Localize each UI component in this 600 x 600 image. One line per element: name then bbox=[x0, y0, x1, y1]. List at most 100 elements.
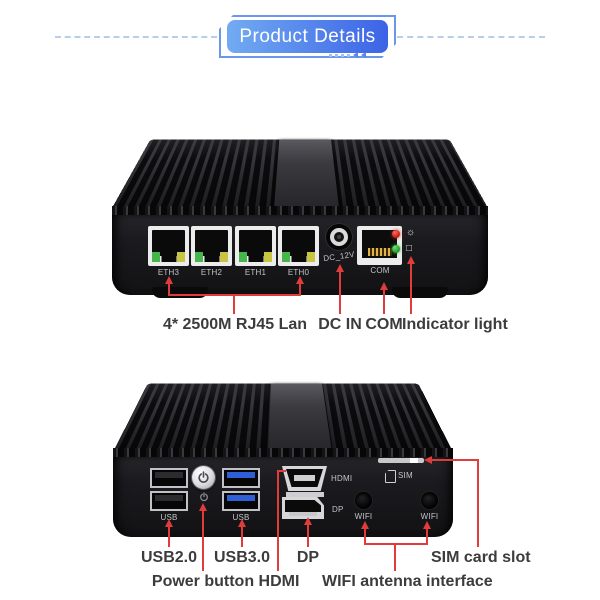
rear-view-photo: USB USB HDMI DP bbox=[105, 366, 495, 546]
link-led-green bbox=[282, 252, 290, 262]
heatsink-center-bar bbox=[274, 139, 339, 208]
eth0-label: ETH0 bbox=[287, 268, 310, 277]
com-callout-label: COM bbox=[365, 316, 403, 333]
callout-arrow-dp bbox=[304, 517, 312, 525]
callout-arrow-power bbox=[199, 503, 207, 511]
front-view-photo: ETH3 ETH2 ETH1 ETH0 DC_12V COM ☼ □ bbox=[105, 118, 495, 300]
heatsink-center-bar bbox=[268, 383, 332, 452]
power-icon-small bbox=[200, 492, 208, 502]
callout-line bbox=[410, 263, 412, 314]
rj45-opening bbox=[239, 230, 272, 256]
com-port-label: COM bbox=[370, 266, 390, 275]
link-led-green bbox=[239, 252, 247, 262]
eth1-label: ETH1 bbox=[244, 268, 267, 277]
callout-line bbox=[383, 289, 385, 314]
dp-opening bbox=[285, 500, 321, 512]
wifi-port-label-right: WIFI bbox=[420, 512, 439, 521]
link-led-green bbox=[152, 252, 160, 262]
hdmi-slot bbox=[294, 475, 315, 481]
callout-line bbox=[168, 526, 170, 547]
callout-arrow-wifi-right bbox=[423, 521, 431, 529]
callout-bracket bbox=[364, 543, 428, 545]
callout-arrow-eth3 bbox=[165, 276, 173, 284]
com-port bbox=[357, 226, 402, 265]
callout-arrow-usb3 bbox=[238, 519, 246, 527]
callout-line bbox=[430, 459, 479, 461]
link-led-green bbox=[195, 252, 203, 262]
eth2-label: ETH2 bbox=[200, 268, 223, 277]
callout-line bbox=[299, 283, 301, 296]
link-led-yellow bbox=[264, 252, 272, 262]
callout-arrow-wifi-left bbox=[361, 521, 369, 529]
led-green bbox=[392, 245, 400, 253]
callout-arrow-com bbox=[380, 282, 388, 290]
callout-line bbox=[307, 524, 309, 547]
dashed-line-left bbox=[55, 36, 217, 38]
eth1-port bbox=[235, 226, 276, 266]
usb3-ports bbox=[222, 468, 260, 511]
device-foot bbox=[392, 287, 448, 298]
usb2-port-label: USB bbox=[160, 513, 178, 522]
callout-line bbox=[168, 283, 170, 296]
fin-ends-band bbox=[112, 206, 488, 215]
eth0-port bbox=[278, 226, 319, 266]
callout-line bbox=[202, 510, 204, 571]
callout-line bbox=[277, 470, 279, 571]
port-flange bbox=[286, 492, 324, 497]
link-led-yellow bbox=[177, 252, 185, 262]
callout-line bbox=[241, 526, 243, 547]
callout-line bbox=[364, 528, 366, 545]
device-foot bbox=[152, 287, 208, 298]
sun-icon: ☼ bbox=[406, 227, 416, 238]
banner-decoration bbox=[329, 52, 366, 58]
eth3-label: ETH3 bbox=[157, 268, 180, 277]
rj45-opening bbox=[282, 230, 315, 256]
usb-tongue bbox=[227, 472, 255, 478]
com-pins bbox=[367, 248, 392, 256]
callout-line bbox=[394, 545, 396, 571]
wifi-callout-label: WIFI antenna interface bbox=[322, 573, 493, 590]
lan-callout-label: 4* 2500M RJ45 Lan bbox=[162, 316, 308, 333]
hdmi-port-label: HDMI bbox=[331, 474, 353, 483]
wifi-antenna-hole-left bbox=[355, 492, 372, 509]
callout-line bbox=[339, 271, 341, 314]
power-icon bbox=[198, 471, 209, 483]
power-callout-label: Power button bbox=[151, 573, 255, 590]
callout-arrow-dc bbox=[336, 264, 344, 272]
dc-jack-pin bbox=[337, 235, 341, 239]
callout-arrow-usb2 bbox=[165, 519, 173, 527]
callout-arrow-sim bbox=[424, 456, 432, 464]
link-led-yellow bbox=[220, 252, 228, 262]
callout-bracket bbox=[168, 294, 301, 296]
dashed-line-right bbox=[397, 36, 545, 38]
usb2-port-top bbox=[150, 468, 188, 488]
usb3-port-top bbox=[222, 468, 260, 488]
sim-card-slot bbox=[378, 458, 424, 463]
dp-port-label: DP bbox=[332, 505, 344, 514]
indicator-callout-label: Indicator light bbox=[402, 316, 508, 333]
usb-tongue bbox=[227, 495, 255, 501]
usb3-callout-label: USB3.0 bbox=[214, 549, 271, 566]
banner-title: Product Details bbox=[239, 25, 376, 47]
fin-ends-band bbox=[113, 448, 453, 457]
square-icon: □ bbox=[406, 243, 413, 254]
heatsink-top-front bbox=[112, 120, 488, 208]
callout-arrow-indicator bbox=[407, 256, 415, 264]
sim-card-icon bbox=[385, 470, 396, 483]
callout-line bbox=[477, 459, 479, 547]
heatsink-top-rear bbox=[113, 368, 453, 452]
link-led-yellow bbox=[307, 252, 315, 262]
usb3-port-bottom bbox=[222, 491, 260, 511]
usb3-port-label: USB bbox=[232, 513, 250, 522]
dc-power-jack bbox=[326, 224, 352, 250]
hdmi-callout-label: HDMI bbox=[258, 573, 300, 590]
power-button bbox=[192, 466, 215, 489]
usb2-callout-label: USB2.0 bbox=[141, 549, 198, 566]
sim-callout-label: SIM card slot bbox=[431, 549, 531, 566]
usb2-port-bottom bbox=[150, 491, 188, 511]
callout-tick bbox=[278, 470, 286, 472]
banner-frame bbox=[219, 15, 396, 58]
rj45-opening bbox=[195, 230, 228, 256]
wifi-port-label-left: WIFI bbox=[354, 512, 373, 521]
dp-callout-label: DP bbox=[296, 549, 320, 566]
